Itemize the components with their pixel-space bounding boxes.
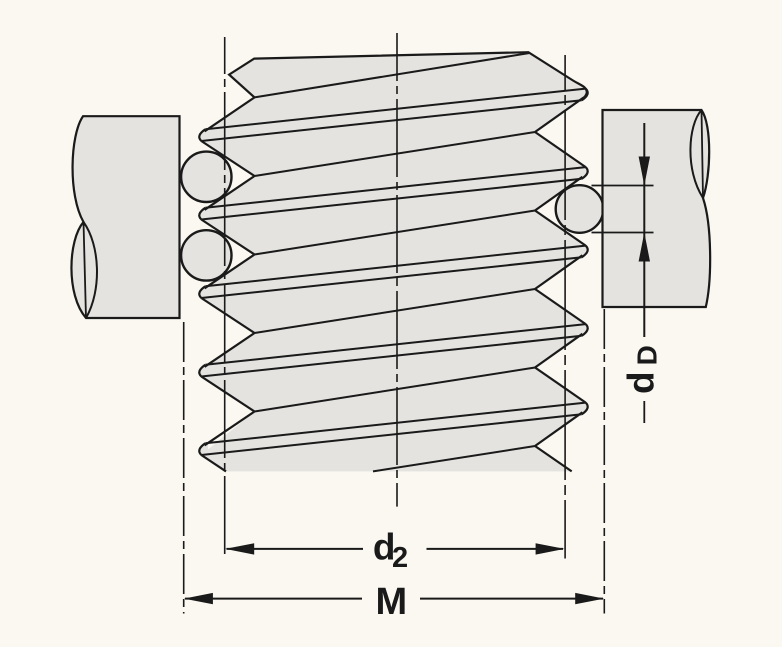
svg-text:M: M	[376, 581, 408, 623]
svg-text:d2: d2	[373, 526, 408, 574]
